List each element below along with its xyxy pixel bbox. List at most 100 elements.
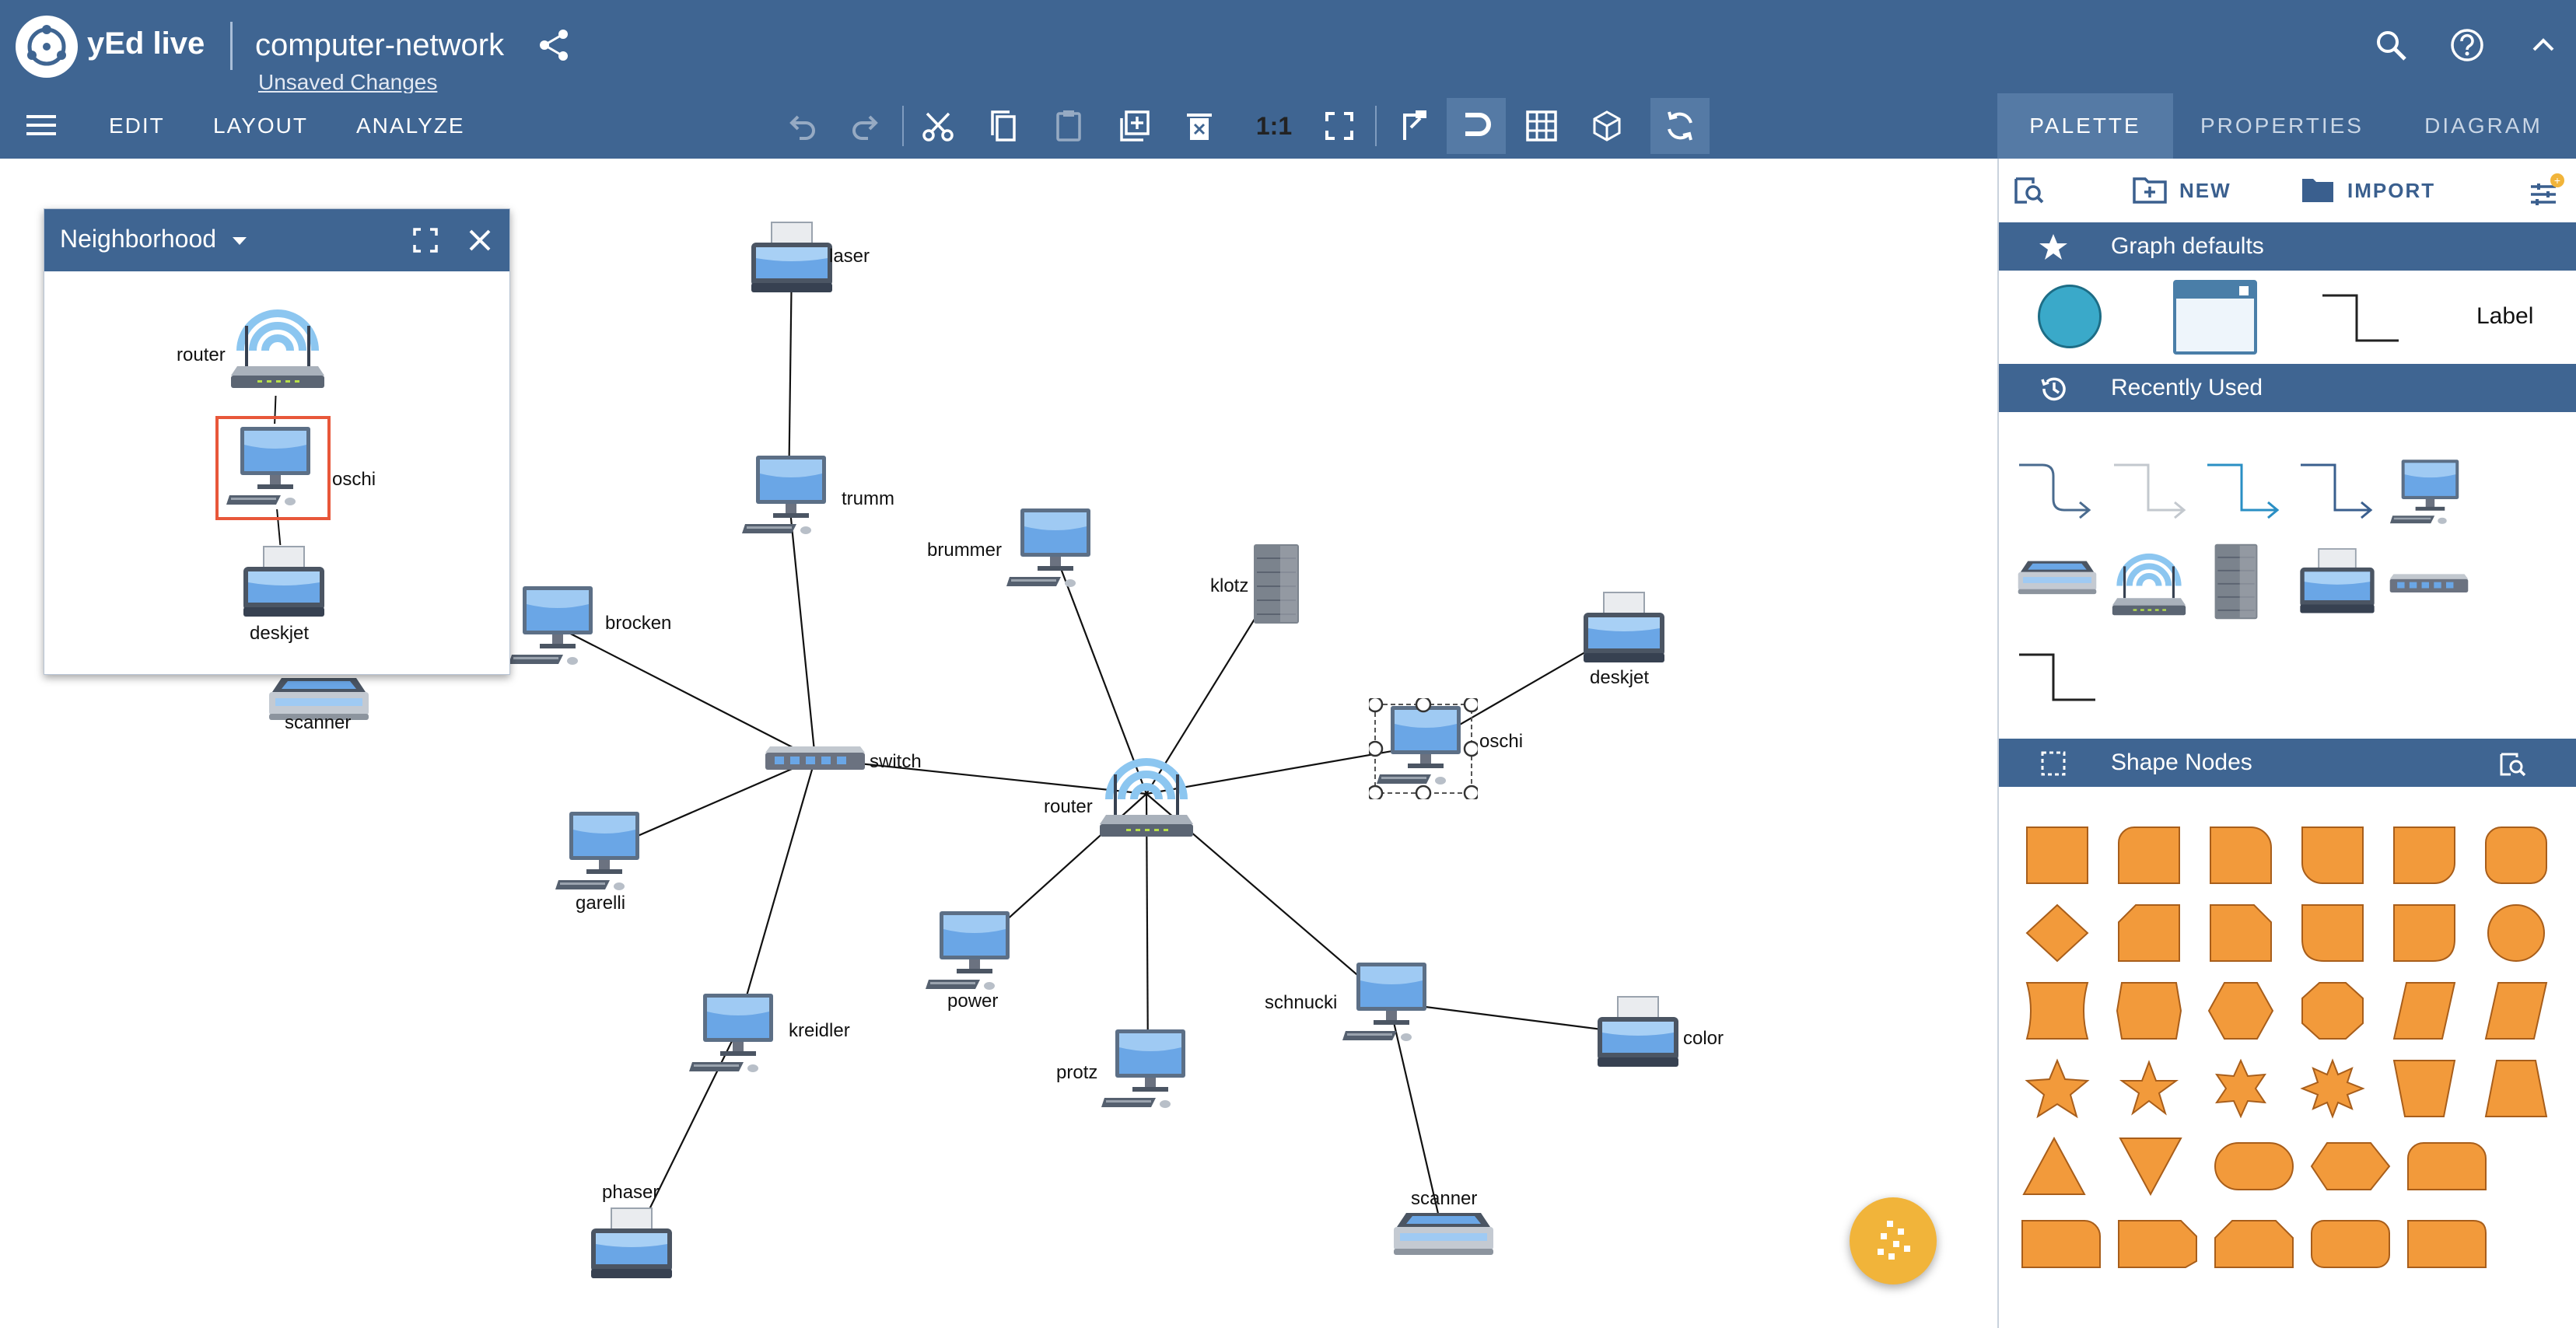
recent-blue-edge[interactable] [2203,460,2288,522]
node-label[interactable]: phaser [602,1182,660,1203]
node-label[interactable]: switch [870,751,922,772]
node-switch[interactable] [761,743,870,774]
shape-trapezoid-up[interactable] [2481,1057,2551,1120]
collapse-icon[interactable] [2525,26,2562,64]
neighborhood-node-deskjet[interactable] [237,545,331,623]
shape-round-top-rect[interactable] [2405,1135,2489,1197]
shape-rect[interactable] [2022,824,2092,886]
edge-protz-router[interactable] [1145,793,1150,1070]
node-schnucki[interactable] [1342,959,1436,1045]
shape-round-br-rect[interactable] [2389,902,2459,964]
node-power[interactable] [926,908,1019,994]
neighborhood-title[interactable]: Neighborhood [60,225,217,253]
unsaved-changes-link[interactable]: Unsaved Changes [258,70,438,94]
shape-hexagon[interactable] [2206,980,2276,1042]
shape-diamond[interactable] [2022,902,2092,964]
node-label[interactable]: power [947,991,999,1012]
shape-bevel-right[interactable] [2116,1213,2200,1275]
recent-scanner-icon[interactable] [2014,555,2100,605]
shape-round-bottom-left[interactable] [2298,824,2368,886]
node-phaser[interactable] [585,1207,678,1284]
neighborhood-node-router[interactable] [223,295,332,396]
paste-button[interactable] [1039,98,1098,154]
delete-button[interactable] [1170,98,1229,154]
new-palette-icon[interactable] [2133,174,2167,205]
orthogonal-edge-button[interactable] [1577,98,1636,154]
node-scanner2[interactable] [1389,1210,1498,1264]
shape-rounded-rect[interactable] [2481,824,2551,886]
fit-content-button[interactable] [1310,98,1369,154]
default-group-style[interactable] [2173,280,2257,355]
edge-trumm-switch[interactable] [787,495,817,760]
shape-circle[interactable] [2481,902,2551,964]
neighborhood-node-oschi[interactable] [226,424,320,509]
duplicate-button[interactable] [1104,98,1164,154]
shape-triangle-down[interactable] [2116,1135,2200,1197]
node-label[interactable]: klotz [1210,575,1249,596]
node-klotz[interactable] [1249,541,1304,627]
recent-server-icon[interactable] [2209,541,2263,622]
dropdown-arrow-icon[interactable] [231,232,248,250]
recent-dark-edge[interactable] [2296,460,2382,522]
shape-round-corner-rect[interactable] [2206,824,2276,886]
neighborhood-graph[interactable]: router oschi deskjet [44,271,509,674]
shape-bulged-rect[interactable] [2022,980,2092,1042]
node-label[interactable]: trumm [842,488,894,509]
node-label[interactable]: color [1683,1028,1724,1049]
default-label-style[interactable]: Label [2476,303,2534,329]
shape-round-tr-rect[interactable] [2019,1213,2103,1275]
close-icon[interactable] [464,225,495,256]
shape-trapezoid[interactable] [2481,980,2551,1042]
section-shape-nodes[interactable]: Shape Nodes [1999,739,2576,787]
shape-triangle[interactable] [2019,1135,2103,1197]
recent-orthogonal-edge[interactable] [2014,650,2100,704]
node-brummer[interactable] [1006,505,1100,591]
node-label[interactable]: scanner [285,712,352,733]
recent-workstation-icon[interactable] [2389,457,2467,527]
edge-switch-router[interactable] [814,757,1147,795]
import-palette-button[interactable]: IMPORT [2347,179,2436,202]
palette-settings-icon[interactable]: + [2528,173,2565,210]
shape-star6[interactable] [2206,1057,2276,1120]
tab-palette[interactable]: PALETTE [1997,93,2173,159]
shape-trapezoid-down[interactable] [2389,1057,2459,1120]
node-garelli[interactable] [555,809,649,894]
recent-switch-icon[interactable] [2386,571,2472,597]
palette-search-icon[interactable] [2011,173,2046,207]
tab-properties[interactable]: PROPERTIES [2200,114,2364,138]
auto-layout-button[interactable] [1650,98,1710,154]
undo-button[interactable] [772,98,831,154]
shape-cut-tr-rect[interactable] [2206,902,2276,964]
help-icon[interactable] [2448,26,2486,64]
shape-cut-corner-rect[interactable] [2114,902,2184,964]
menu-analyze[interactable]: ANALYZE [356,114,465,138]
node-router[interactable] [1092,743,1201,844]
shape-round-rect[interactable] [2114,824,2184,886]
layout-fab-button[interactable] [1850,1197,1937,1284]
shape-star8[interactable] [2298,1057,2368,1120]
node-scanner1[interactable] [264,675,373,729]
import-folder-icon[interactable] [2301,174,2335,205]
recent-curved-edge[interactable] [2014,460,2100,522]
cut-button[interactable] [908,98,968,154]
edge-brocken-switch[interactable] [555,625,816,760]
node-label[interactable]: scanner [1411,1188,1478,1209]
shape-elongated-hex[interactable] [2308,1135,2392,1197]
recent-gray-edge[interactable] [2109,460,2195,522]
shape-octagon[interactable] [2298,980,2368,1042]
node-protz[interactable] [1101,1026,1195,1112]
default-edge-style[interactable] [2318,291,2403,345]
node-laser[interactable] [745,221,838,299]
shape-round-bottom-right[interactable] [2389,824,2459,886]
snapping-button[interactable] [1447,98,1506,154]
zoom-original-button[interactable]: 1:1 [1244,98,1304,154]
shape-round-tr-wide[interactable] [2405,1213,2489,1275]
node-label[interactable]: router [1044,796,1093,817]
fullscreen-icon[interactable] [410,225,441,256]
yed-logo[interactable] [16,16,78,78]
node-label[interactable]: protz [1056,1062,1098,1083]
recent-printer-icon[interactable] [2294,547,2380,619]
shape-round-bl-rect[interactable] [2298,902,2368,964]
grid-button[interactable] [1512,98,1571,154]
node-label[interactable]: garelli [576,893,626,914]
